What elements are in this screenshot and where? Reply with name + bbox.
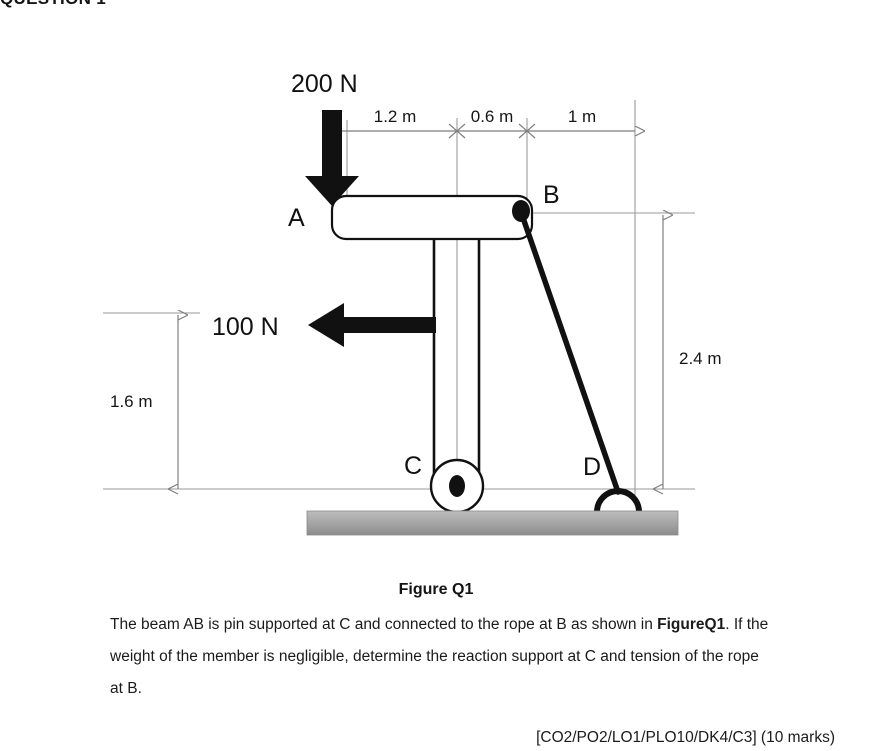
- force-100n-arrow: [308, 303, 436, 347]
- beam-ab: [330, 194, 534, 241]
- question-text-line3: tension of the rope at B.: [110, 648, 759, 697]
- dimension-label-1-6m: 1.6 m: [110, 392, 153, 411]
- dimension-label-1m: 1 m: [568, 107, 596, 126]
- question-text-line1-pre: The beam AB is pin supported at C and co…: [110, 616, 658, 633]
- marks-allocation: [CO2/PO2/LO1/PLO10/DK4/C3] (10 marks): [536, 729, 835, 746]
- figure-q1-diagram: 1.2 m 0.6 m 1 m 200 N A B: [103, 70, 722, 536]
- question-text-figure-ref-1: Figure: [657, 616, 705, 633]
- label-point-d: D: [583, 453, 601, 481]
- force-label-200n: 200 N: [291, 70, 358, 98]
- label-point-b: B: [543, 181, 560, 209]
- vertical-dimension-2-4m: 2.4 m: [663, 215, 722, 489]
- support-d-anchor: [594, 488, 642, 513]
- top-dimension-chain: 1.2 m 0.6 m 1 m: [340, 107, 635, 139]
- question-text-line2-post: . If the weight of the member is negligi…: [110, 616, 769, 665]
- vertical-column: [432, 239, 481, 487]
- question-text: The beam AB is pin supported at C and co…: [110, 609, 770, 705]
- label-point-a: A: [288, 204, 305, 232]
- dimension-label-2-4m: 2.4 m: [679, 349, 722, 368]
- dimension-label-1-2m: 1.2 m: [374, 107, 417, 126]
- force-label-100n: 100 N: [212, 313, 279, 341]
- rope-bd: [518, 209, 621, 495]
- dimension-extension-lines: [103, 100, 695, 500]
- force-200n-arrow: [305, 110, 359, 206]
- label-point-c: C: [404, 452, 422, 480]
- question-title: QUESTION 1: [0, 0, 872, 9]
- dimension-label-0-6m: 0.6 m: [471, 107, 514, 126]
- figure-caption: Figure Q1: [398, 581, 474, 598]
- vertical-dimension-1-6m: 1.6 m: [110, 315, 178, 489]
- question-text-figure-ref-2: Q1: [704, 616, 726, 633]
- support-c-pin: [429, 458, 485, 514]
- question-header: QUESTION 1: [0, 0, 872, 9]
- ground-block: [306, 510, 679, 536]
